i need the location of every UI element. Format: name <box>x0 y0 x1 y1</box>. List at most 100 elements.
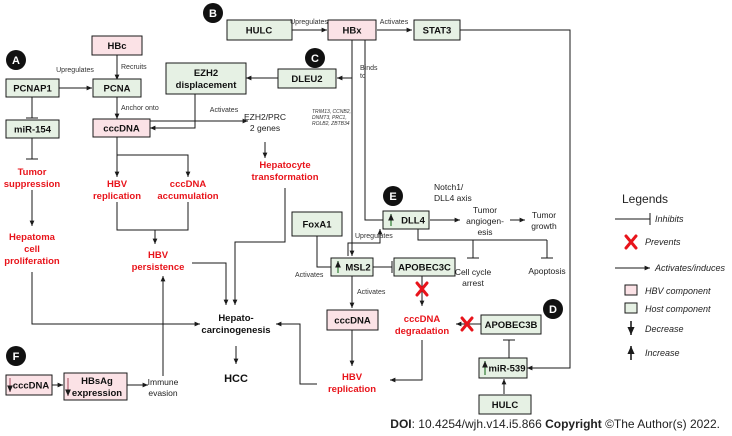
node-pcna: PCNA <box>92 78 142 98</box>
node-apobec3b: APOBEC3B <box>480 314 542 335</box>
svg-text:HBx: HBx <box>342 26 362 37</box>
copyright-label: Copyright <box>545 417 602 431</box>
svg-text:ROLB2, ZBTB34: ROLB2, ZBTB34 <box>312 121 350 127</box>
svg-text:degradation: degradation <box>395 326 450 337</box>
svg-text:Prevents: Prevents <box>645 237 681 247</box>
outcome-cccdna-degradation: cccDNA degradation <box>395 314 450 337</box>
svg-text:Upregulates: Upregulates <box>56 67 94 74</box>
legend-activates: Activates/induces <box>615 263 726 273</box>
svg-text:Hepatoma: Hepatoma <box>9 232 56 243</box>
svg-text:DNMT3, PRC1,: DNMT3, PRC1, <box>312 115 347 121</box>
svg-text:Cell cycle: Cell cycle <box>455 267 492 277</box>
svg-text:DLL4: DLL4 <box>401 216 425 227</box>
outcome-hepatoma-proliferation: Hepatoma cell proliferation <box>4 232 60 267</box>
prevents-marks <box>415 281 474 332</box>
node-foxa1: FoxA1 <box>291 211 343 237</box>
svg-text:Activates: Activates <box>295 272 324 279</box>
legend-inhibits: Inhibits <box>615 213 684 225</box>
node-apobec3c: APOBEC3C <box>393 257 456 277</box>
svg-text:HULC: HULC <box>492 400 519 411</box>
node-dll4: DLL4 <box>382 210 430 230</box>
svg-text:Hepato-: Hepato- <box>218 313 253 324</box>
svg-text:cell: cell <box>24 244 40 255</box>
svg-text:FoxA1: FoxA1 <box>302 220 332 231</box>
svg-text:cccDNA: cccDNA <box>334 316 371 327</box>
node-hepatocarcinogenesis: Hepato- carcinogenesis <box>201 313 270 336</box>
legend: Legends Inhibits Prevents Activates/indu… <box>615 192 726 360</box>
badge-e: E <box>383 186 403 206</box>
svg-text:Tumor: Tumor <box>18 167 47 178</box>
node-cccdna-f: cccDNA <box>5 374 53 396</box>
svg-text:EZH2: EZH2 <box>194 68 218 79</box>
svg-text:esis: esis <box>477 227 492 237</box>
svg-text:transformation: transformation <box>251 172 318 183</box>
node-hulc-top: HULC <box>226 19 293 41</box>
svg-text:expression: expression <box>72 388 122 399</box>
node-hbx: HBx <box>327 19 377 41</box>
svg-text:miR-154: miR-154 <box>14 125 52 136</box>
node-ezh2-displacement: EZH2 displacement <box>165 62 247 95</box>
svg-text:Tumor: Tumor <box>473 205 497 215</box>
svg-text:Host component: Host component <box>645 304 711 314</box>
edge-labels: Upregulates Activates Upregulates Recrui… <box>56 19 566 398</box>
node-dleu2: DLEU2 <box>277 68 337 89</box>
svg-text:cccDNA: cccDNA <box>170 179 207 190</box>
outcome-hbv-persistence: HBV persistence <box>132 250 185 273</box>
svg-text:cccDNA: cccDNA <box>103 124 140 135</box>
svg-text:displacement: displacement <box>176 80 238 91</box>
badge-c: C <box>305 48 325 68</box>
svg-text:Hepatocyte: Hepatocyte <box>259 160 310 171</box>
svg-text:EZH2/PRC: EZH2/PRC <box>244 112 286 122</box>
svg-text:MSL2: MSL2 <box>345 263 370 274</box>
svg-text:Activates: Activates <box>210 107 239 114</box>
badge-d: D <box>543 299 563 319</box>
node-hcc: HCC <box>224 373 248 385</box>
svg-text:replication: replication <box>93 191 141 202</box>
svg-text:proliferation: proliferation <box>4 256 60 267</box>
svg-text:Activates: Activates <box>380 19 409 26</box>
svg-text:Binds: Binds <box>360 65 378 72</box>
svg-text:B: B <box>209 8 217 20</box>
outcome-hbv-replication-top: HBV replication <box>93 179 141 202</box>
legend-decrease: Decrease <box>627 321 684 335</box>
doi-value: : 10.4254/wjh.v14.i5.866 <box>412 417 545 431</box>
svg-text:miR-539: miR-539 <box>489 364 526 375</box>
svg-text:Decrease: Decrease <box>645 324 684 334</box>
badge-b: B <box>203 3 223 23</box>
svg-text:C: C <box>311 53 319 65</box>
edges <box>26 27 571 394</box>
svg-text:Upregulates: Upregulates <box>355 233 393 240</box>
svg-text:DLL4 axis: DLL4 axis <box>434 193 472 203</box>
footer: DOI: 10.4254/wjh.v14.i5.866 Copyright ©T… <box>390 417 720 431</box>
node-cccdna-top: cccDNA <box>92 118 151 138</box>
outcome-hepatocyte-transformation: Hepatocyte transformation <box>251 160 318 183</box>
target-genes-list: TRIM13, CCNB2, DNMT3, PRC1, ROLB2, ZBTB3… <box>312 109 351 127</box>
svg-text:D: D <box>549 304 557 316</box>
node-hbsag-expression: HBsAg expression <box>63 372 128 401</box>
outcome-tumor-suppression: Tumor suppression <box>4 167 61 190</box>
node-mir539: miR-539 <box>478 357 528 379</box>
svg-text:DOI: 10.4254/wjh.v14.i5.866 Co: DOI: 10.4254/wjh.v14.i5.866 Copyright ©T… <box>390 417 720 431</box>
svg-text:Anchor onto: Anchor onto <box>121 105 159 112</box>
svg-text:arrest: arrest <box>462 278 484 288</box>
svg-text:to: to <box>360 73 366 80</box>
svg-text:accumulation: accumulation <box>157 191 218 202</box>
svg-text:HBsAg: HBsAg <box>81 376 113 387</box>
svg-text:E: E <box>389 191 396 203</box>
svg-text:HBV: HBV <box>148 250 169 261</box>
svg-text:Activates: Activates <box>357 289 386 296</box>
svg-text:cccDNA: cccDNA <box>404 314 441 325</box>
svg-text:HBV: HBV <box>107 179 128 190</box>
svg-text:A: A <box>12 55 20 67</box>
svg-text:APOBEC3B: APOBEC3B <box>485 320 538 331</box>
svg-text:HCC: HCC <box>224 373 248 385</box>
svg-text:HULC: HULC <box>246 26 273 37</box>
svg-text:carcinogenesis: carcinogenesis <box>201 325 270 336</box>
node-stat3: STAT3 <box>413 19 461 41</box>
node-hulc-bottom: HULC <box>478 394 532 415</box>
svg-text:HBV component: HBV component <box>645 286 711 296</box>
svg-text:Recruits: Recruits <box>121 64 147 71</box>
svg-text:Tumor: Tumor <box>532 210 556 220</box>
node-ezh2-prc: EZH2/PRC 2 genes <box>244 112 286 133</box>
